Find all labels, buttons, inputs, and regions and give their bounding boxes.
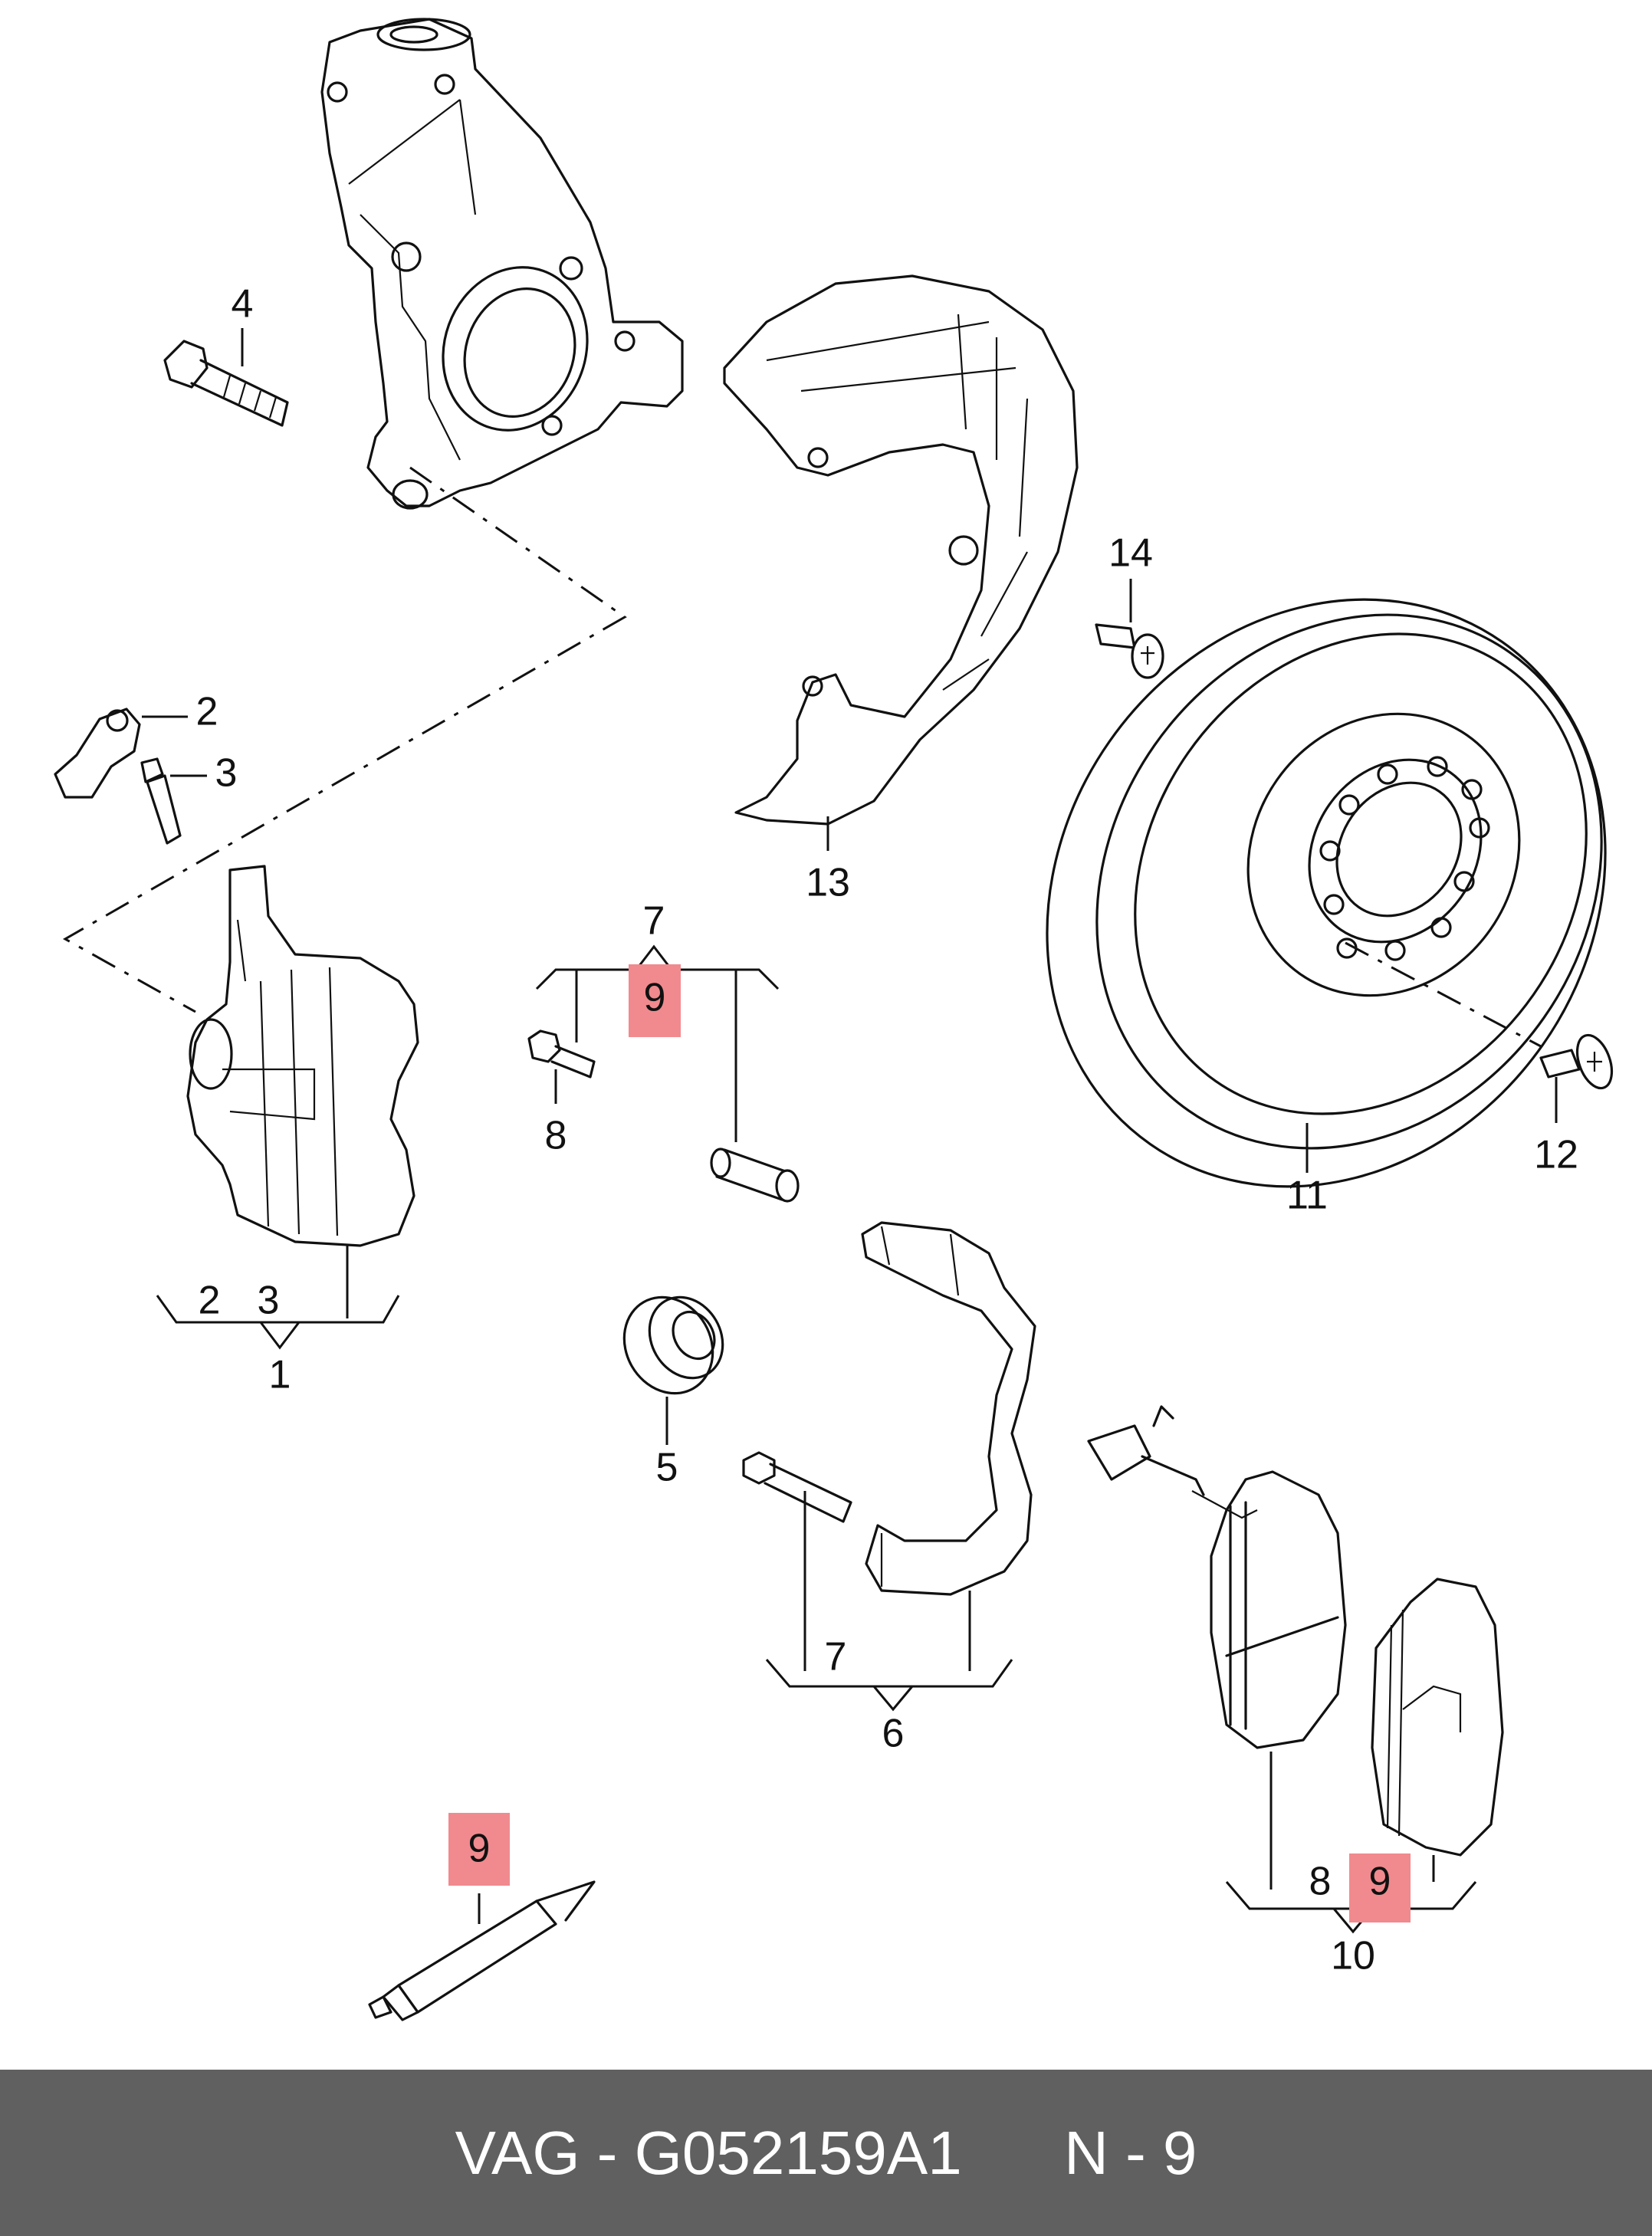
axis-line-knuckle-caliper [62, 466, 627, 1013]
bracket-1 [156, 1295, 400, 1350]
bleeder-cap-2 [54, 708, 141, 799]
footer-part-number: G052159A1 [634, 2118, 962, 2187]
callout-13: 13 [806, 861, 850, 905]
callout-3: 3 [215, 751, 238, 796]
bleeder-screw-3 [140, 757, 182, 845]
brake-pad-inner [1210, 1470, 1347, 1749]
callout-8-guide-bolt: 8 [545, 1114, 567, 1158]
wear-sensor [1087, 1405, 1258, 1519]
callout-12: 12 [1534, 1133, 1578, 1177]
callout-10: 10 [1331, 1934, 1375, 1978]
brake-disc [1046, 598, 1607, 1188]
highlight-box-grease [448, 1813, 510, 1886]
steering-knuckle [320, 18, 684, 510]
callout-1: 1 [269, 1353, 291, 1397]
callout-8-pads: 8 [1309, 1860, 1332, 1904]
brake-pad-outer [1371, 1578, 1504, 1857]
bracket-6 [765, 1659, 1013, 1712]
callout-9-guide-set: 9 [644, 976, 666, 1020]
callout-2: 2 [196, 690, 218, 734]
callout-6: 6 [882, 1712, 905, 1756]
grease-tube [368, 1880, 596, 2021]
callout-9-grease: 9 [468, 1827, 491, 1871]
callout-2-bracket: 2 [199, 1279, 221, 1323]
screw-12 [1539, 1033, 1614, 1090]
callout-9-pads: 9 [1369, 1860, 1391, 1904]
parts-diagram: 4 2 3 2 3 1 13 14 11 12 7 9 8 5 7 6 9 8 … [54, 18, 1614, 2021]
footer-gap [962, 2118, 1064, 2188]
callout-11: 11 [1286, 1174, 1328, 1218]
caliper-carrier [861, 1221, 1036, 1596]
callout-7-top: 7 [643, 899, 665, 944]
footer-brand: VAG [455, 2118, 580, 2187]
callout-3-bracket: 3 [258, 1279, 280, 1323]
callout-5: 5 [656, 1446, 678, 1490]
screw-14 [1095, 623, 1164, 679]
highlight-box-pads [1349, 1853, 1411, 1922]
brake-caliper [186, 865, 419, 1247]
callout-4: 4 [232, 282, 254, 327]
splash-shield [723, 274, 1079, 826]
callout-7-carrier: 7 [825, 1635, 847, 1679]
footer-bar: VAG - G052159A1 N - 9 [0, 2070, 1652, 2236]
axis-line-disc-screw [1345, 941, 1542, 1048]
bolt-4 [163, 340, 289, 427]
callout-14: 14 [1108, 531, 1153, 576]
guide-sleeve [710, 1148, 800, 1203]
footer-separator: - [580, 2118, 635, 2187]
carrier-bolt-7 [742, 1451, 852, 1523]
footer-ref: N - 9 [1064, 2118, 1197, 2187]
guide-bolt-8 [527, 1029, 596, 1079]
grommet-5 [622, 1295, 724, 1395]
highlight-box-guide-set [629, 964, 681, 1037]
